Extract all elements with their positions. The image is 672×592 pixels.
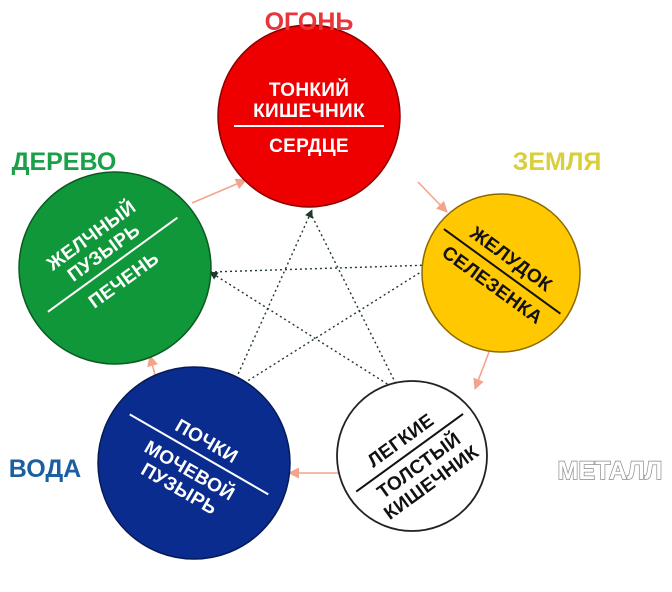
water-circle (97, 366, 291, 560)
wood-divider (47, 216, 178, 313)
element-earth: ЗЕМЛЯ ЖЕЛУДОК СЕЛЕЗЕНКА (421, 148, 602, 353)
arrow-wood-to-earth (209, 261, 433, 273)
arrow-water-to-fire (229, 209, 313, 393)
element-metal: МЕТАЛЛ ЛЕГКИЕ ТОЛСТЫЙ КИШЕЧНИК (336, 380, 663, 532)
metal-circle (336, 380, 488, 532)
water-label: ВОДА (9, 455, 81, 483)
arrow-metal-to-wood (209, 271, 401, 393)
arrow-fire-to-earth (417, 181, 448, 213)
fire-organ-small-intestine-1: ТОНКИЙ (269, 79, 349, 101)
element-fire: ОГОНЬ ТОНКИЙ КИШЕЧНИК СЕРДЦЕ (217, 8, 401, 208)
fire-label: ОГОНЬ (265, 8, 354, 36)
metal-divider (355, 413, 464, 493)
fire-circle (217, 24, 401, 208)
earth-label: ЗЕМЛЯ (513, 148, 602, 176)
element-wood: ДЕРЕВО ЖЕЛЧНЫЙ ПУЗЫРЬ ПЕЧЕНЬ (12, 148, 212, 365)
controlling-cycle-arrows (209, 209, 433, 393)
water-divider (129, 413, 269, 496)
fire-organ-heart: СЕРДЦЕ (269, 136, 349, 157)
arrow-fire-to-metal (309, 211, 401, 393)
fire-organ-small-intestine-2: КИШЕЧНИК (253, 101, 365, 122)
arrow-wood-to-fire (191, 178, 248, 204)
arrow-earth-to-water (229, 264, 433, 393)
earth-circle (421, 193, 581, 353)
earth-divider (443, 228, 562, 315)
wood-circle (18, 171, 212, 365)
metal-label: МЕТАЛЛ (558, 457, 663, 485)
arrow-earth-to-metal (473, 351, 490, 391)
element-water: ВОДА ПОЧКИ МОЧЕВОЙ ПУЗЫРЬ (9, 366, 291, 560)
wood-label: ДЕРЕВО (12, 148, 117, 176)
